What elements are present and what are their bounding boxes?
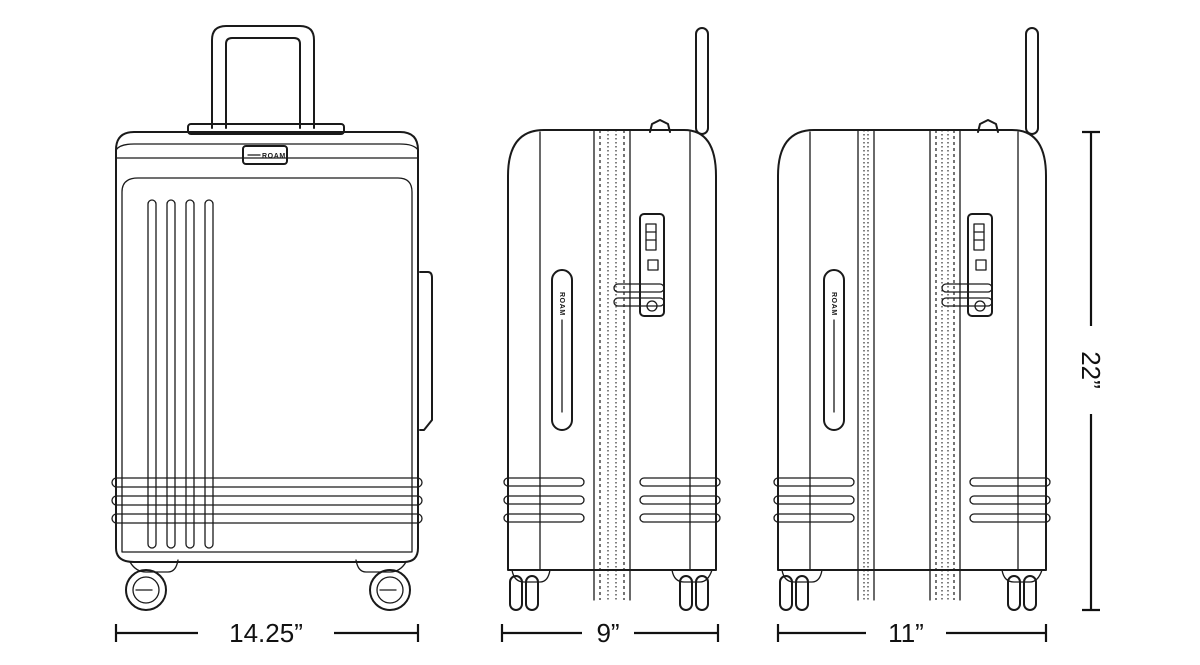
side-b-handle (1025, 27, 1039, 135)
dimension-height-label: 22” (1076, 351, 1106, 389)
side-b-grip (823, 269, 845, 431)
front-wheel-left (125, 569, 167, 611)
front-handle-base (187, 123, 345, 135)
front-panel (121, 177, 413, 553)
side-a-top-knob (649, 119, 671, 133)
front-brand-badge (242, 145, 288, 165)
side-a-tsa-lock (613, 213, 665, 317)
front-wheel-housing-left (129, 559, 179, 573)
side-a-handle (695, 27, 709, 135)
front-brand-text: ROAM (262, 153, 286, 160)
side-a-grip (551, 269, 573, 431)
front-wheel-right (369, 569, 411, 611)
side-a-bands (503, 477, 721, 523)
front-ribs (147, 199, 214, 549)
side-view-b: ROAM (773, 27, 1051, 611)
side-view-a: ROAM (503, 27, 721, 611)
side-b-tsa-lock (941, 213, 993, 317)
side-a-shell (507, 129, 717, 571)
dimension-depth-b: 11” (776, 618, 1048, 648)
side-a-brand-text: ROAM (558, 292, 565, 316)
front-view: ROAM (111, 25, 433, 611)
side-a-zipper (593, 129, 631, 601)
side-b-edges (809, 131, 1019, 571)
front-side-handle (419, 271, 433, 431)
side-a-wheels (509, 569, 713, 611)
side-b-top-knob (977, 119, 999, 133)
side-b-brand-text: ROAM (830, 292, 837, 316)
front-handle (211, 25, 315, 129)
dimension-depth-b-label: 11” (888, 618, 924, 648)
dimension-depth-a-label: 9” (596, 618, 619, 648)
dimension-height: 22” (1076, 130, 1106, 612)
front-shell (115, 131, 419, 563)
dimension-width-label: 14.25” (229, 618, 303, 648)
side-b-bands (773, 477, 1051, 523)
side-a-edges (539, 131, 691, 571)
side-b-wheels (779, 569, 1043, 611)
front-top-edge (115, 143, 419, 151)
dimension-depth-a: 9” (500, 618, 720, 648)
dimension-width: 14.25” (114, 618, 420, 648)
front-wheel-housing-right (355, 559, 407, 573)
side-b-shell (777, 129, 1047, 571)
side-b-zipper-2 (929, 129, 961, 601)
front-bands (111, 477, 423, 524)
side-b-zipper-1 (857, 129, 875, 601)
